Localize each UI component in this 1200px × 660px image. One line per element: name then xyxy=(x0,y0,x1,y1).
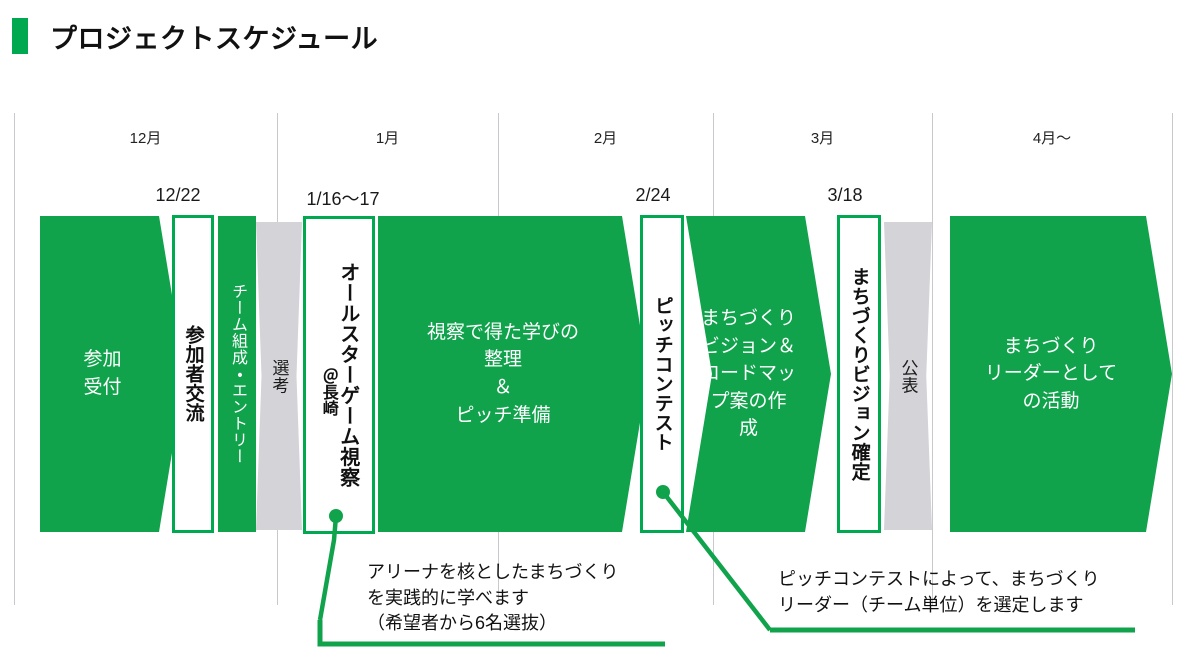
block-label: チーム組成・エントリー xyxy=(228,283,246,465)
block-sub-label: ＠長崎 xyxy=(319,368,337,416)
block-label: 参加者交流 xyxy=(182,325,204,423)
callout-allstar-text: アリーナを核としたまちづくり を実践的に学べます （希望者から6名選抜） xyxy=(367,562,619,634)
column-separator xyxy=(14,113,15,605)
date-marker-0318: 3/18 xyxy=(827,185,863,205)
month-header-3: 3月 xyxy=(810,130,835,147)
block-label: まちづくり リーダーとして の活動 xyxy=(984,335,1118,412)
block-team-entry[interactable]: チーム組成・エントリー xyxy=(218,216,256,532)
block-label: ピッチコンテスト xyxy=(651,296,673,452)
block-sanka-uketsuke[interactable]: 参加 受付 xyxy=(40,216,185,532)
block-label: 視察で得た学びの 整理 ＆ ピッチ準備 xyxy=(426,321,579,426)
block-label: オールスターゲーム視察 xyxy=(336,262,359,488)
block-senko[interactable]: 選考 xyxy=(256,222,302,530)
block-label: 選考 xyxy=(269,358,289,394)
column-separator xyxy=(932,113,933,605)
block-label: まちづくりビジョン確定 xyxy=(848,266,870,482)
block-label: まちづくり ビジョン＆ ロードマッ プ案の作 成 xyxy=(700,308,796,440)
page-title: プロジェクトスケジュール xyxy=(0,14,378,58)
month-header-4: 4月〜 xyxy=(1032,130,1072,147)
block-allstar-observation[interactable]: オールスターゲーム視察 ＠長崎 xyxy=(303,216,375,534)
month-header-12: 12月 xyxy=(129,130,162,147)
month-header-2: 2月 xyxy=(593,130,618,147)
block-vision-roadmap[interactable]: まちづくり ビジョン＆ ロードマッ プ案の作 成 xyxy=(686,216,831,532)
month-header-1: 1月 xyxy=(375,130,400,147)
date-marker-1222: 12/22 xyxy=(155,185,201,205)
title-accent-bar xyxy=(12,18,28,54)
column-separator xyxy=(1172,113,1173,605)
date-marker-0224: 2/24 xyxy=(635,185,671,205)
block-label: 公表 xyxy=(898,358,918,394)
block-shisatsu-seiri[interactable]: 視察で得た学びの 整理 ＆ ピッチ準備 xyxy=(378,216,648,532)
callout-pitch-text: ピッチコンテストによって、まちづくり リーダー（チーム単位）を選定します xyxy=(778,569,1100,615)
block-sankasha-koryu[interactable]: 参加者交流 xyxy=(172,215,214,533)
block-pitch-contest[interactable]: ピッチコンテスト xyxy=(640,215,684,533)
block-label: 参加 受付 xyxy=(83,349,122,398)
block-leader-katsudo[interactable]: まちづくり リーダーとして の活動 xyxy=(950,216,1172,532)
block-label-group: オールスターゲーム視察 ＠長崎 xyxy=(306,219,372,531)
page-title-text: プロジェクトスケジュール xyxy=(50,23,379,54)
date-marker-0116: 1/16〜17 xyxy=(306,189,380,209)
block-vision-kakutei[interactable]: まちづくりビジョン確定 xyxy=(837,215,881,533)
block-kohyo[interactable]: 公表 xyxy=(884,222,932,530)
